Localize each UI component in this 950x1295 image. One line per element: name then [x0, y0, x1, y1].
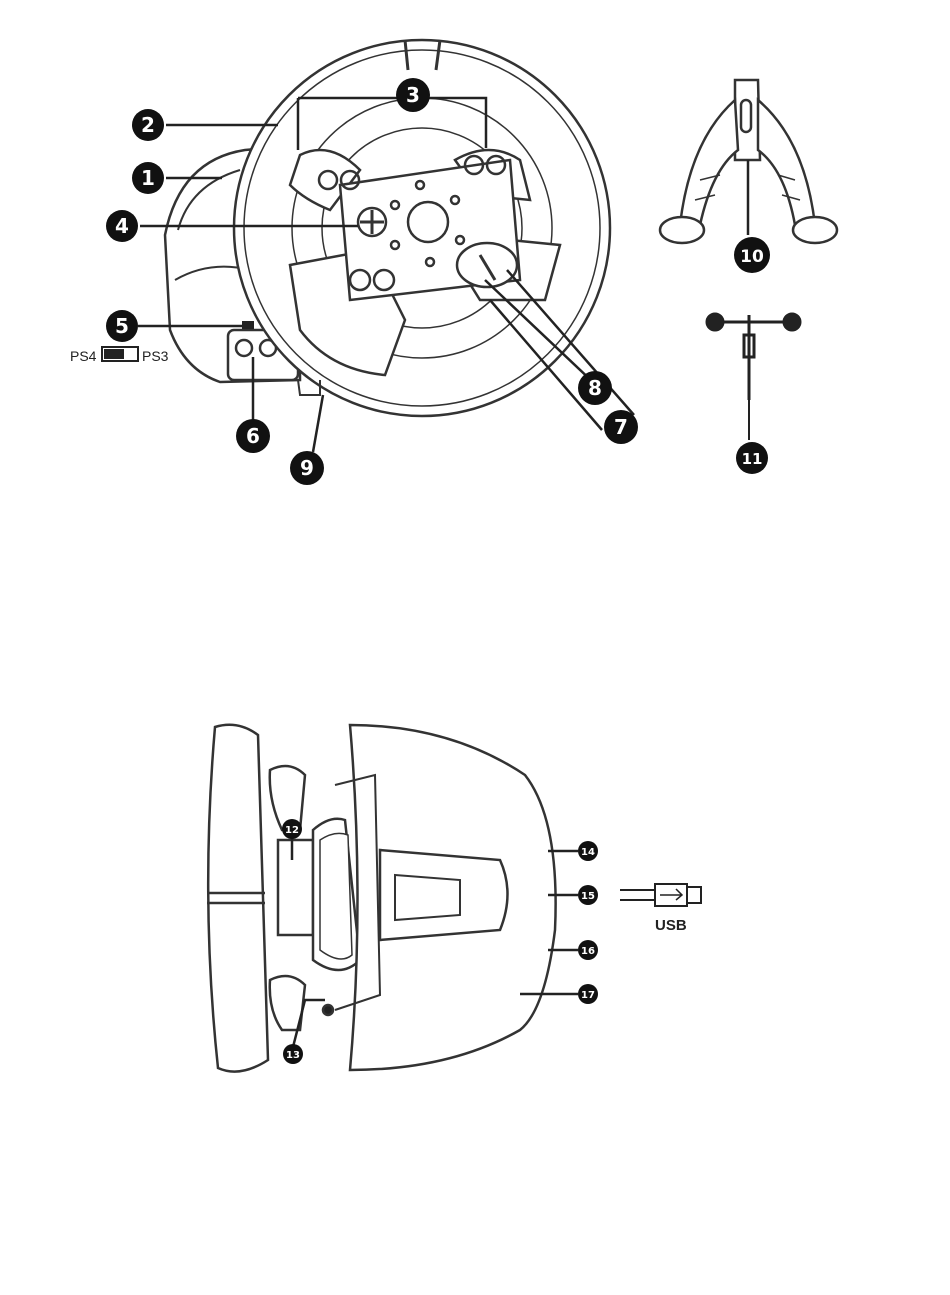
svg-text:11: 11 — [742, 450, 763, 468]
usb-label: USB — [655, 917, 687, 934]
callout-3: 3 — [396, 78, 430, 112]
wheel-side-view — [207, 725, 556, 1072]
callout-6: 6 — [236, 419, 270, 453]
svg-text:9: 9 — [300, 456, 314, 480]
svg-text:17: 17 — [581, 990, 595, 1001]
svg-text:13: 13 — [286, 1050, 300, 1061]
callout-7: 7 — [604, 410, 638, 444]
svg-text:5: 5 — [115, 314, 129, 338]
svg-text:3: 3 — [406, 83, 420, 107]
callout-17: 17 — [578, 984, 598, 1004]
wheel-front-view — [165, 40, 610, 416]
wheel-clamp-view — [660, 80, 837, 243]
callout-9: 9 — [290, 451, 324, 485]
callout-13: 13 — [283, 1044, 303, 1064]
hub-shaft — [278, 840, 313, 935]
svg-text:7: 7 — [614, 415, 628, 439]
ps3-label: PS3 — [142, 348, 169, 364]
clamp-screw-view — [707, 314, 800, 440]
svg-text:8: 8 — [588, 376, 602, 400]
callout-4: 4 — [106, 210, 138, 242]
callout-14: 14 — [578, 841, 598, 861]
side-rim — [208, 725, 268, 1072]
dpad-icon — [358, 208, 386, 236]
callout-2: 2 — [132, 109, 164, 141]
svg-text:2: 2 — [141, 113, 155, 137]
callout-11: 11 — [736, 442, 768, 474]
callout-10: 10 — [734, 237, 770, 273]
callout-12: 12 — [282, 819, 302, 839]
svg-text:16: 16 — [581, 946, 595, 957]
svg-text:14: 14 — [581, 847, 595, 858]
ps4-label: PS4 — [70, 348, 97, 364]
svg-text:15: 15 — [581, 891, 595, 902]
svg-text:1: 1 — [141, 166, 155, 190]
usb-plug-icon — [620, 884, 701, 906]
callout-8: 8 — [578, 371, 612, 405]
callout-16: 16 — [578, 940, 598, 960]
callout-5: 5 — [106, 310, 138, 342]
svg-text:12: 12 — [285, 825, 299, 836]
svg-text:4: 4 — [115, 214, 129, 238]
svg-text:10: 10 — [740, 247, 764, 267]
callout-15: 15 — [578, 885, 598, 905]
callout-1: 1 — [132, 162, 164, 194]
svg-text:6: 6 — [246, 424, 260, 448]
